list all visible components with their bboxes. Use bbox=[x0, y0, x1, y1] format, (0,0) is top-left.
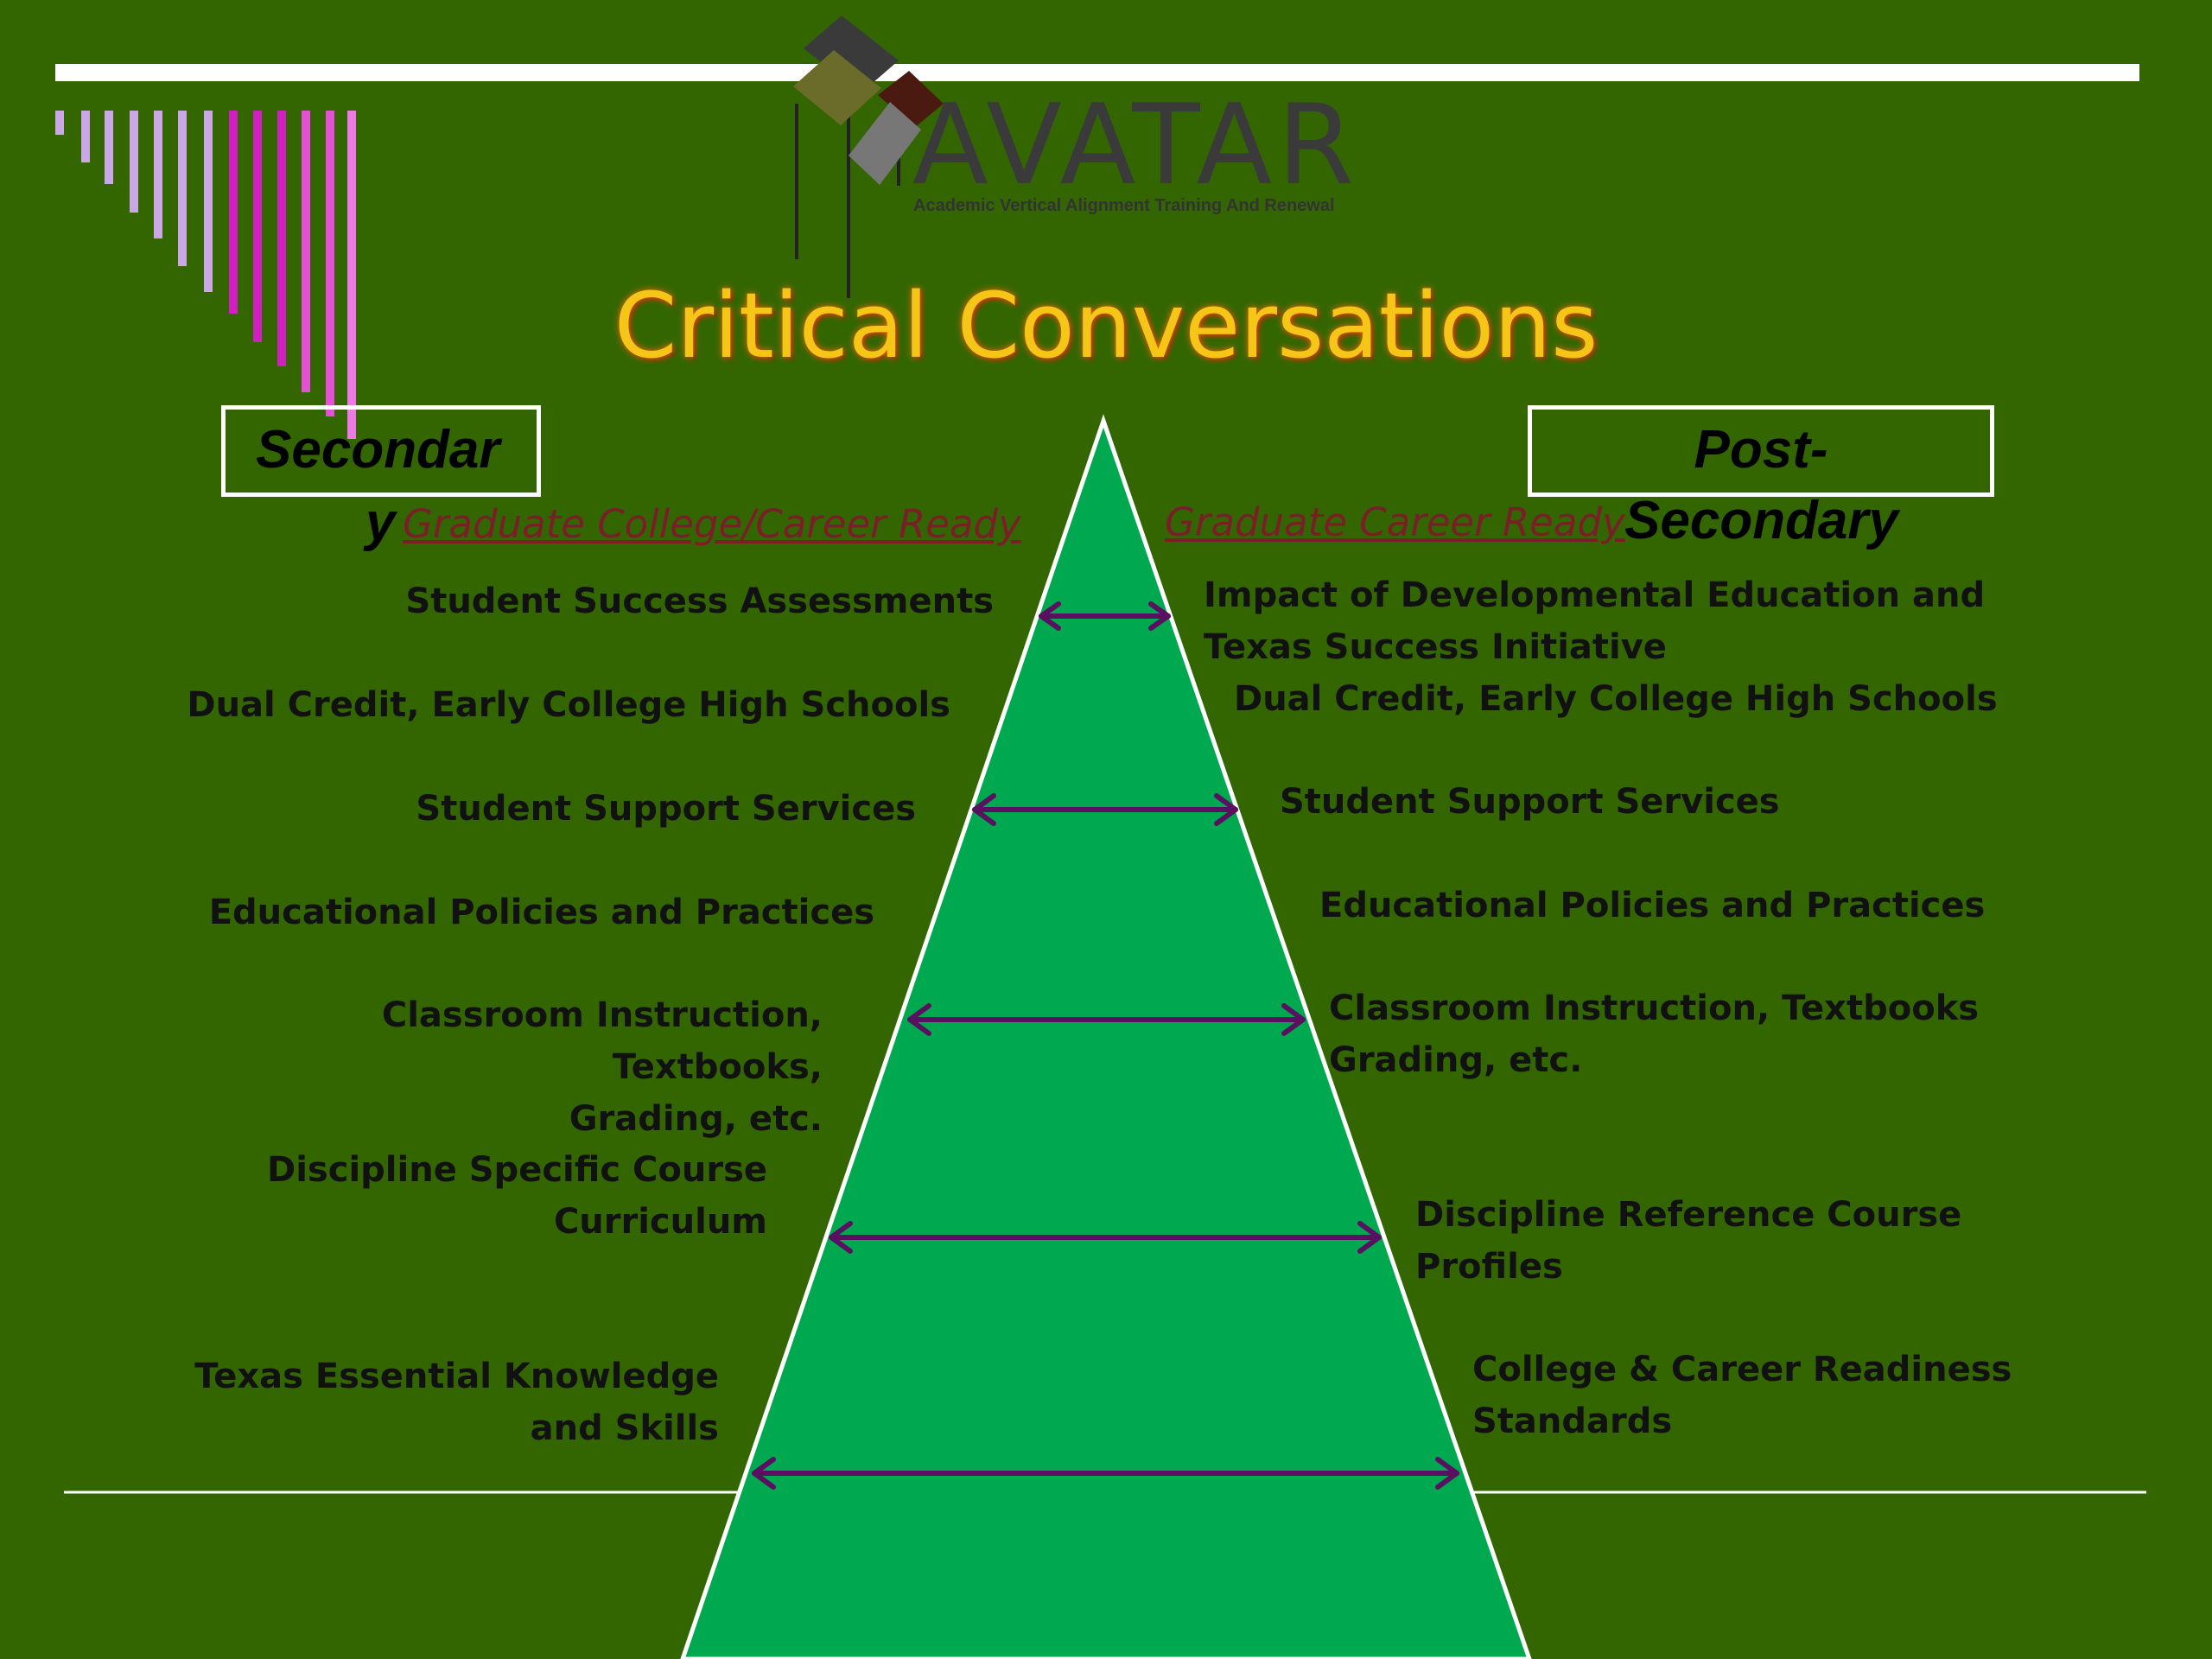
right-item: Discipline Reference Course Profiles bbox=[1415, 1195, 1962, 1287]
post-secondary-box bbox=[1528, 405, 1994, 497]
right-item: Dual Credit, Early College High Schools bbox=[1234, 679, 1998, 719]
logo-tagline: Academic Vertical Alignment Training And… bbox=[913, 196, 1335, 215]
left-item: Dual Credit, Early College High Schools bbox=[187, 685, 950, 725]
right-column-heading: Graduate Career Ready bbox=[1165, 499, 1625, 545]
double-arrow-icon bbox=[829, 1221, 1382, 1254]
post-secondary-box-title-overflow: Secondary bbox=[1624, 491, 1899, 550]
double-arrow-icon bbox=[1039, 601, 1171, 631]
slide-title: Critical Conversations bbox=[613, 273, 1599, 378]
connector-arrows bbox=[752, 601, 1459, 1490]
left-item: Discipline Specific Course Curriculum bbox=[267, 1150, 767, 1242]
right-item: College & Career Readiness Standards bbox=[1472, 1350, 2012, 1441]
right-item: Educational Policies and Practices bbox=[1319, 886, 1986, 925]
left-column-heading: Graduate College/Career Ready bbox=[403, 501, 1021, 547]
secondary-box-title-overflow: y bbox=[365, 493, 396, 552]
secondary-box bbox=[221, 405, 541, 497]
diamond-tiles-icon bbox=[793, 16, 944, 298]
right-item: Classroom Instruction, Textbooks Grading… bbox=[1329, 988, 1980, 1080]
pyramid bbox=[680, 414, 1532, 1659]
left-item: Texas Essential Knowledge and Skills bbox=[194, 1357, 719, 1448]
double-arrow-icon bbox=[972, 793, 1238, 826]
double-arrow-icon bbox=[752, 1457, 1459, 1490]
double-arrow-icon bbox=[907, 1003, 1306, 1036]
left-item: Classroom Instruction, Textbooks, Gradin… bbox=[381, 995, 823, 1139]
right-item: Student Support Services bbox=[1280, 782, 1780, 822]
logo-wordmark: AVATAR bbox=[912, 81, 1360, 210]
right-item: Impact of Developmental Education and Te… bbox=[1204, 575, 1986, 667]
secondary-box-title: Secondar bbox=[256, 420, 500, 480]
left-item: Educational Policies and Practices bbox=[208, 893, 874, 932]
left-item: Student Support Services bbox=[416, 789, 916, 829]
left-item: Student Success Assessments bbox=[405, 582, 994, 621]
top-rule bbox=[55, 64, 2139, 81]
vertical-bars-decoration bbox=[55, 111, 356, 439]
post-secondary-box-title: Post- bbox=[1694, 420, 1828, 480]
